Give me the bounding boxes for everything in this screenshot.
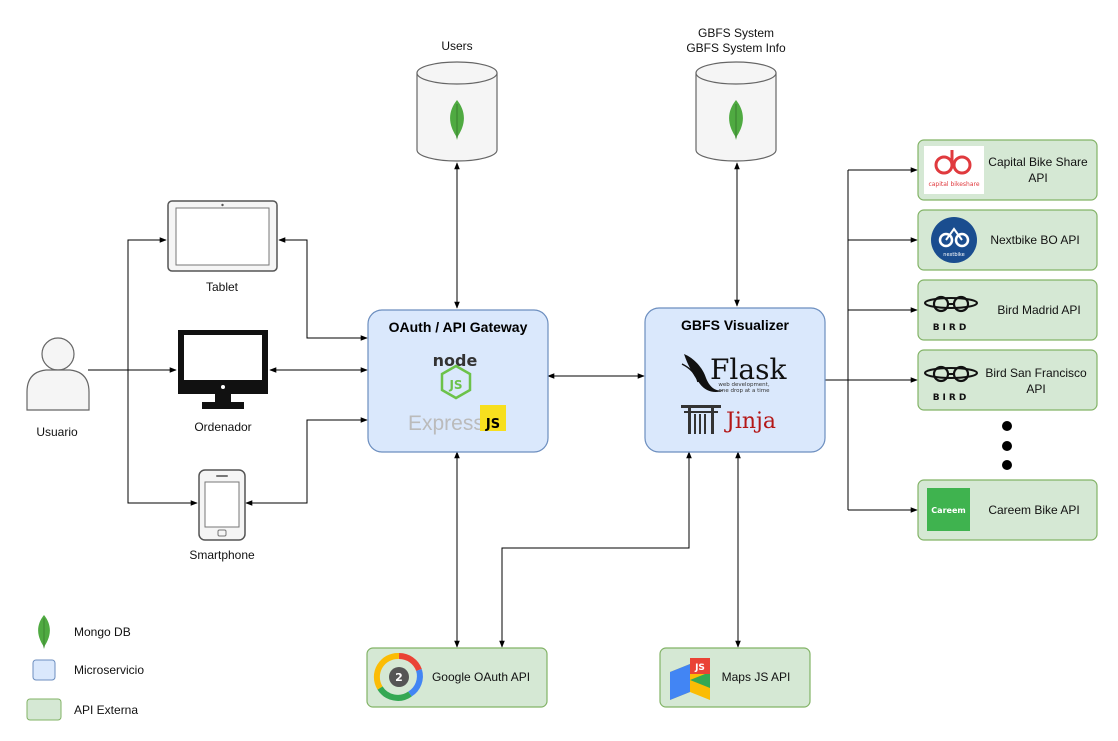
nodejs-wordmark: node [433,351,478,370]
legend-item-mongo: Mongo DB [37,615,131,649]
edge-visualizer-trunk [825,170,849,510]
legend-item-external-api: API Externa [26,698,138,721]
careem-logo-icon: Careem [927,488,970,531]
desktop-icon [178,330,268,409]
db-users: Users [416,39,498,162]
api-google-oauth: 2 Google OAuth API [366,647,548,708]
api-bird-sf: BIRD Bird San Francisco API [917,349,1098,411]
maps-label: Maps JS API [722,670,791,684]
edge-user-phone [127,370,198,506]
js-badge: JS [485,417,500,432]
edge-visualizer-google [499,451,692,648]
visualizer-title: GBFS Visualizer [681,317,789,333]
api-maps-js: JS Maps JS API [659,647,811,708]
ellipsis-dot [1002,460,1012,470]
legend-mongo-label: Mongo DB [74,625,131,639]
api-nextbike: nextbike Nextbike BO API [917,209,1098,271]
ellipsis-dot [1002,421,1012,431]
flask-tagline-2: one drop at a time [718,388,770,394]
bird-madrid-label: Bird Madrid API [997,303,1080,317]
flask-tagline-1: web development, [718,382,769,388]
careem-label: Careem Bike API [988,503,1079,517]
bird-logo-icon: BIRD [923,295,979,333]
service-visualizer: GBFS Visualizer Flask web development, o… [644,307,826,453]
google-oauth-logo-icon: 2 [373,652,423,701]
device-tablet: Tablet [167,200,278,294]
jinja-logo-icon: Jinja [681,405,776,434]
edge-phone-gateway [245,417,368,506]
flask-logo-icon: Flask web development, one drop at a tim… [681,353,787,394]
capital-label-1: Capital Bike Share [988,155,1088,169]
edge-user-tablet [88,237,167,371]
phone-icon [198,469,246,541]
service-gateway: OAuth / API Gateway node JS Express JS [367,309,549,453]
db-gbfs-label-2: GBFS System Info [686,41,786,55]
maps-js-logo-icon: JS [670,658,710,700]
mongodb-leaf-icon [37,615,51,649]
edge-tablet-gateway [278,237,368,341]
bird-sf-label-2: API [1026,382,1045,396]
bird-logo-icon: BIRD [923,365,979,403]
connectors [88,162,918,648]
api-careem: Careem Careem Bike API [917,479,1098,541]
db-gbfs-label-1: GBFS System [698,26,774,40]
careem-logo-text: Careem [931,506,965,515]
expressjs-logo-icon: Express JS [408,405,506,435]
api-capital-bikeshare: capital bikeshare Capital Bike Share API [917,139,1098,201]
capital-label-2: API [1028,171,1047,185]
device-phone: Smartphone [189,469,255,562]
svg-text:JS: JS [448,378,462,392]
nextbike-label: Nextbike BO API [990,233,1079,247]
nextbike-logo-icon: nextbike [931,217,977,263]
legend-external-api-swatch [26,698,62,721]
user-actor: Usuario [26,337,90,439]
user-icon [26,337,90,411]
bird-sf-label-1: Bird San Francisco [985,366,1087,380]
legend-microservice-swatch [32,659,56,681]
db-users-label: Users [441,39,472,53]
nextbike-logo-text: nextbike [943,252,964,258]
legend: Mongo DB Microservicio API Externa [26,615,144,721]
flask-wordmark: Flask [710,353,787,386]
legend-item-microservice: Microservicio [32,659,144,681]
tablet-icon [167,200,278,272]
nodejs-logo-icon: node JS [433,351,478,400]
bird-sf-logo-text: BIRD [933,393,970,403]
capital-logo-text: capital bikeshare [928,181,979,188]
legend-external-api-label: API Externa [74,703,138,717]
bird-madrid-logo-text: BIRD [933,323,970,333]
jinja-wordmark: Jinja [724,409,776,434]
google-oauth-label: Google OAuth API [432,670,530,684]
device-desktop: Ordenador [178,330,268,434]
ellipsis-dot [1002,441,1012,451]
desktop-label: Ordenador [194,420,251,434]
api-bird-madrid: BIRD Bird Madrid API [917,279,1098,341]
phone-label: Smartphone [189,548,255,562]
db-gbfs: GBFS System GBFS System Info [686,26,786,162]
maps-logo-text: JS [694,663,705,673]
ellipsis-more-apis [1002,421,1012,470]
express-wordmark: Express [408,412,484,435]
capital-bikeshare-logo-icon: capital bikeshare [924,146,984,194]
google-oauth-logo-text: 2 [395,671,403,684]
legend-microservice-label: Microservicio [74,663,144,677]
gateway-title: OAuth / API Gateway [389,319,528,335]
user-label: Usuario [36,425,78,439]
torii-gate-icon [681,405,721,434]
tablet-label: Tablet [206,280,239,294]
